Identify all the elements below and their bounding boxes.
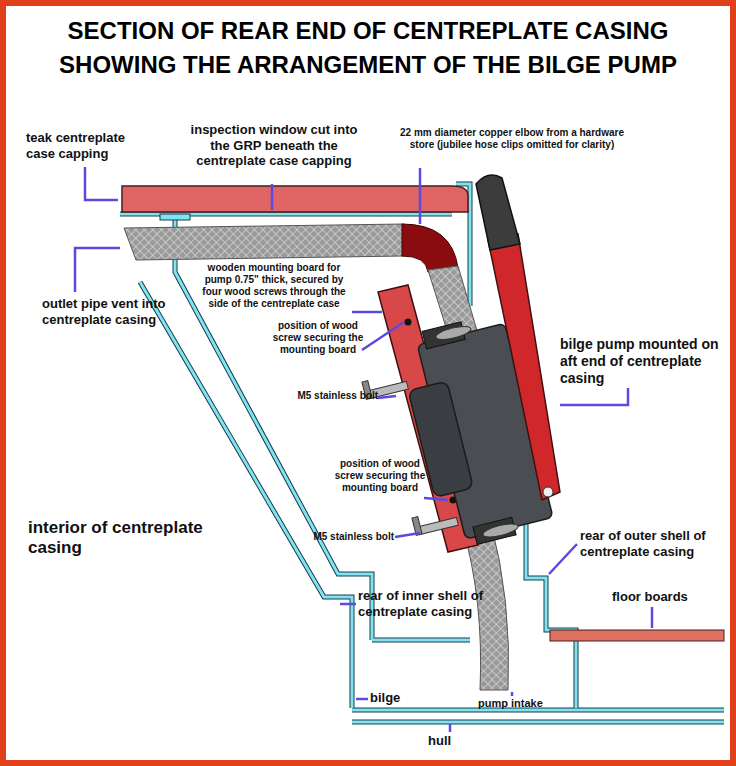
- region-label: interior of centreplate casing: [28, 518, 248, 559]
- outlet-hose: [124, 224, 404, 260]
- copper-elbow: [402, 224, 458, 272]
- wood-screw: [405, 319, 412, 326]
- part-label: rear of inner shell of centreplate casin…: [358, 588, 504, 619]
- part-label: bilge pump mounted on aft end of centrep…: [560, 336, 730, 386]
- part-label: teak centreplate case capping: [26, 130, 144, 161]
- part-label: M5 stainless bolt: [282, 390, 378, 402]
- capping-tee: [160, 214, 190, 220]
- note-label: position of wood screw securing the moun…: [334, 458, 426, 494]
- part-label: M5 stainless bolt: [298, 531, 394, 543]
- pump-handle: [476, 175, 560, 500]
- part-label: inspection window cut into the GRP benea…: [190, 122, 358, 169]
- region-label: bilge: [370, 690, 420, 706]
- casing-shell: [120, 184, 724, 722]
- part-label: floor boards: [612, 589, 722, 605]
- floor-boards: [550, 630, 724, 641]
- part-label: outlet pipe vent into centreplate casing: [42, 296, 170, 327]
- part-label: hull: [428, 733, 478, 749]
- part-label: wooden mounting board for pump 0.75" thi…: [196, 262, 352, 310]
- title: SECTION OF REAR END OF CENTREPLATE CASIN…: [40, 14, 696, 82]
- part-label: 22 mm diameter copper elbow from a hardw…: [392, 127, 632, 151]
- note-label: position of wood screw securing the moun…: [272, 320, 364, 356]
- frame: [3, 3, 733, 763]
- part-label: rear of outer shell of centreplate casin…: [580, 528, 730, 559]
- leader-line: [75, 167, 652, 732]
- part-label: pump intake: [478, 697, 568, 710]
- teak-capping: [122, 186, 468, 212]
